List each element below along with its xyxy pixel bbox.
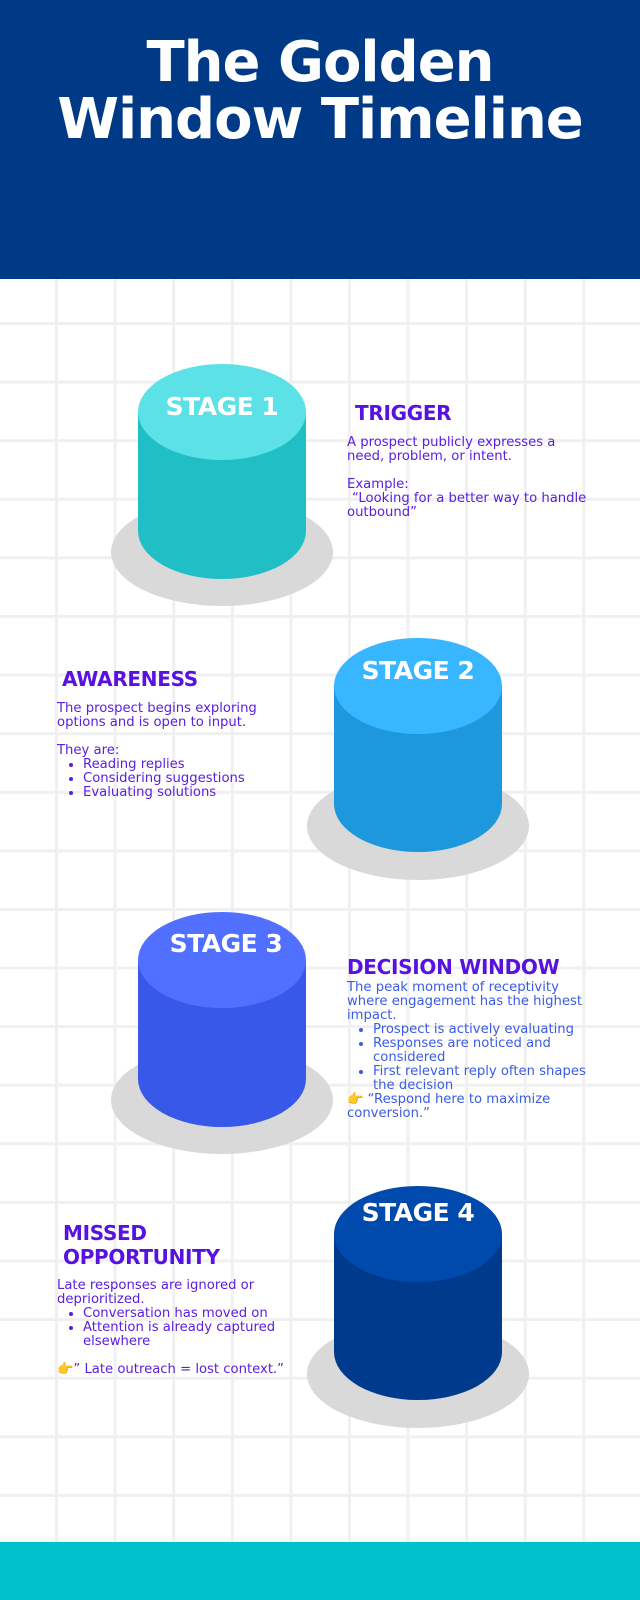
stage-4-callout-text: ” Late outreach = lost context.” bbox=[73, 1362, 285, 1377]
stage-1-label: STAGE 1 bbox=[165, 392, 279, 421]
stage-3-bullet-list: Prospect is actively evaluating Response… bbox=[347, 1023, 587, 1093]
list-item: Prospect is actively evaluating bbox=[373, 1023, 587, 1037]
stage-3-cylinder: STAGE 3 bbox=[111, 912, 333, 1154]
stage-2-list-intro: They are: bbox=[57, 743, 120, 758]
cylinder-icon bbox=[307, 638, 529, 880]
stage-2-label: STAGE 2 bbox=[361, 656, 475, 685]
pointing-hand-icon: 👉 bbox=[347, 1092, 364, 1107]
stage-4-callout: 👉” Late outreach = lost context.” bbox=[57, 1363, 302, 1377]
list-item: Considering suggestions bbox=[83, 772, 297, 786]
header-banner: The Golden Window Timeline bbox=[0, 0, 640, 279]
list-item: Reading replies bbox=[83, 758, 297, 772]
list-item: First relevant reply often shapes the de… bbox=[373, 1065, 587, 1093]
grid-background bbox=[0, 279, 640, 1542]
list-item: Responses are noticed and considered bbox=[373, 1037, 587, 1065]
stage-3-label: STAGE 3 bbox=[169, 929, 283, 958]
stage-4-bullet-list: Conversation has moved on Attention is a… bbox=[57, 1307, 302, 1349]
stage-2-cylinder: STAGE 2 bbox=[307, 638, 529, 880]
title-line-1: The Golden bbox=[146, 30, 494, 95]
stage-3-description: DECISION WINDOW The peak moment of recep… bbox=[347, 955, 587, 1121]
pointing-hand-icon: 👉 bbox=[57, 1362, 74, 1377]
page-title: The Golden Window Timeline bbox=[0, 34, 640, 148]
stage-2-description: AWARENESS The prospect begins exploring … bbox=[57, 667, 297, 800]
stage-1-example-quote: “Looking for a better way to handle outb… bbox=[347, 491, 587, 520]
stage-1-description: TRIGGER A prospect publicly expresses a … bbox=[347, 401, 587, 520]
list-item: Conversation has moved on bbox=[83, 1307, 302, 1321]
cylinder-icon bbox=[307, 1186, 529, 1428]
title-line-2: Window Timeline bbox=[57, 87, 584, 152]
stage-1-cylinder: STAGE 1 bbox=[111, 364, 333, 606]
stage-2-paragraph: The prospect begins exploring options an… bbox=[57, 701, 257, 730]
stage-1-heading: TRIGGER bbox=[355, 401, 452, 425]
stage-4-label: STAGE 4 bbox=[361, 1198, 475, 1227]
stage-4-heading: MISSED OPPORTUNITY bbox=[63, 1221, 220, 1269]
cylinder-icon bbox=[111, 912, 333, 1154]
stage-4-paragraph: Late responses are ignored or deprioriti… bbox=[57, 1278, 255, 1307]
stage-2-bullet-list: Reading replies Considering suggestions … bbox=[57, 758, 297, 800]
cylinder-icon bbox=[111, 364, 333, 606]
stage-1-example-label: Example: bbox=[347, 477, 409, 492]
stage-3-paragraph: The peak moment of receptivity where eng… bbox=[347, 980, 583, 1023]
stage-3-callout-text: “Respond here to maximize conversion.” bbox=[347, 1092, 551, 1121]
stage-4-description: MISSED OPPORTUNITY Late responses are ig… bbox=[57, 1221, 302, 1377]
stage-2-heading: AWARENESS bbox=[62, 667, 198, 691]
list-item: Attention is already captured elsewhere bbox=[83, 1321, 302, 1349]
footer-bar bbox=[0, 1542, 640, 1600]
stage-4-cylinder: STAGE 4 bbox=[307, 1186, 529, 1428]
stage-3-callout: 👉 “Respond here to maximize conversion.” bbox=[347, 1093, 587, 1121]
list-item: Evaluating solutions bbox=[83, 786, 297, 800]
stage-3-heading: DECISION WINDOW bbox=[347, 955, 560, 979]
stage-1-paragraph: A prospect publicly expresses a need, pr… bbox=[347, 435, 556, 464]
